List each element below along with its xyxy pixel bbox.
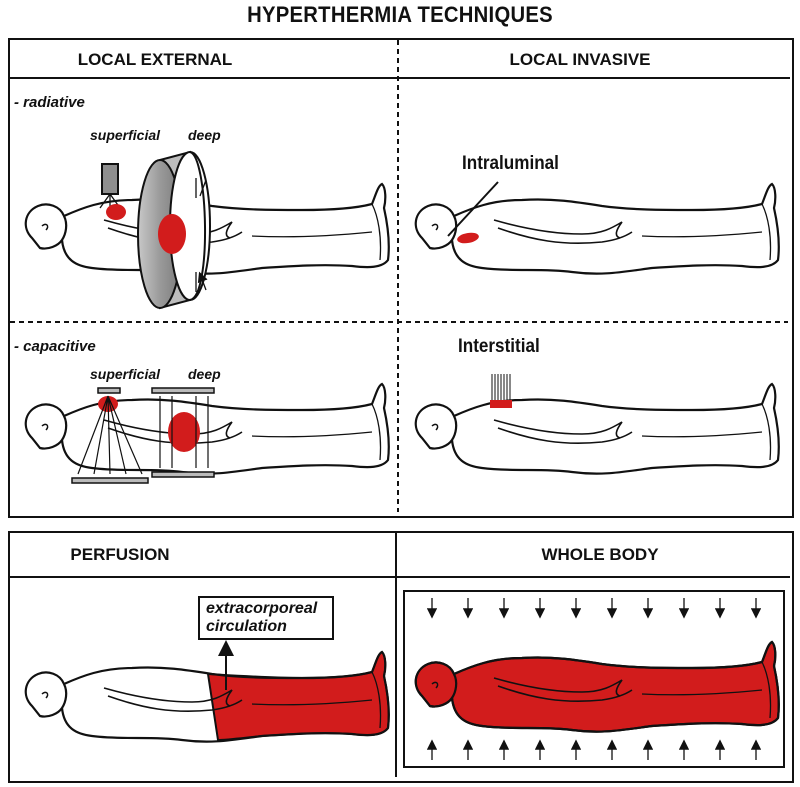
diagram-title: HYPERTHERMIA TECHNIQUES (247, 2, 553, 27)
extracorporeal-line-1: extracorporeal (206, 600, 318, 617)
whole-body-figure (414, 640, 780, 733)
whole-body-heat-arrows-top (426, 598, 762, 619)
deep-heat-spot (158, 213, 186, 254)
capacitive-deep-spot (168, 412, 200, 452)
whole-body-heat-arrows-bottom (426, 739, 762, 760)
intraluminal-heat-spot (457, 232, 479, 244)
capacitive-superficial-label: superficial (90, 366, 161, 382)
radiative-label: - radiative (14, 94, 85, 111)
superficial-applicator (101, 163, 119, 195)
interstitial-body (414, 382, 780, 475)
extracorporeal-circulation-label: extracorporeal circulation (198, 596, 334, 640)
radiative-superficial-label: superficial (90, 127, 161, 143)
interstitial-heat-spot (490, 400, 512, 408)
bottom-panel-frame (8, 531, 794, 783)
intraluminal-catheter (447, 181, 499, 237)
intraluminal-body (414, 182, 780, 275)
superficial-heat-spot (106, 204, 126, 220)
header-whole-body: WHOLE BODY (541, 545, 659, 564)
extracorporeal-line-2: circulation (206, 618, 287, 635)
header-local-external: LOCAL EXTERNAL (77, 50, 233, 69)
whole-body-chamber (403, 590, 785, 768)
header-local-invasive: LOCAL INVASIVE (509, 50, 651, 69)
intraluminal-label: Intraluminal (462, 153, 559, 174)
capacitive-deep-label: deep (188, 366, 221, 382)
capacitive-body (24, 382, 390, 475)
interstitial-label: Interstitial (458, 336, 540, 357)
capacitive-label: - capacitive (14, 338, 96, 355)
header-perfusion: PERFUSION (70, 545, 170, 564)
perfusion-body (24, 650, 390, 743)
radiative-deep-label: deep (188, 127, 221, 143)
